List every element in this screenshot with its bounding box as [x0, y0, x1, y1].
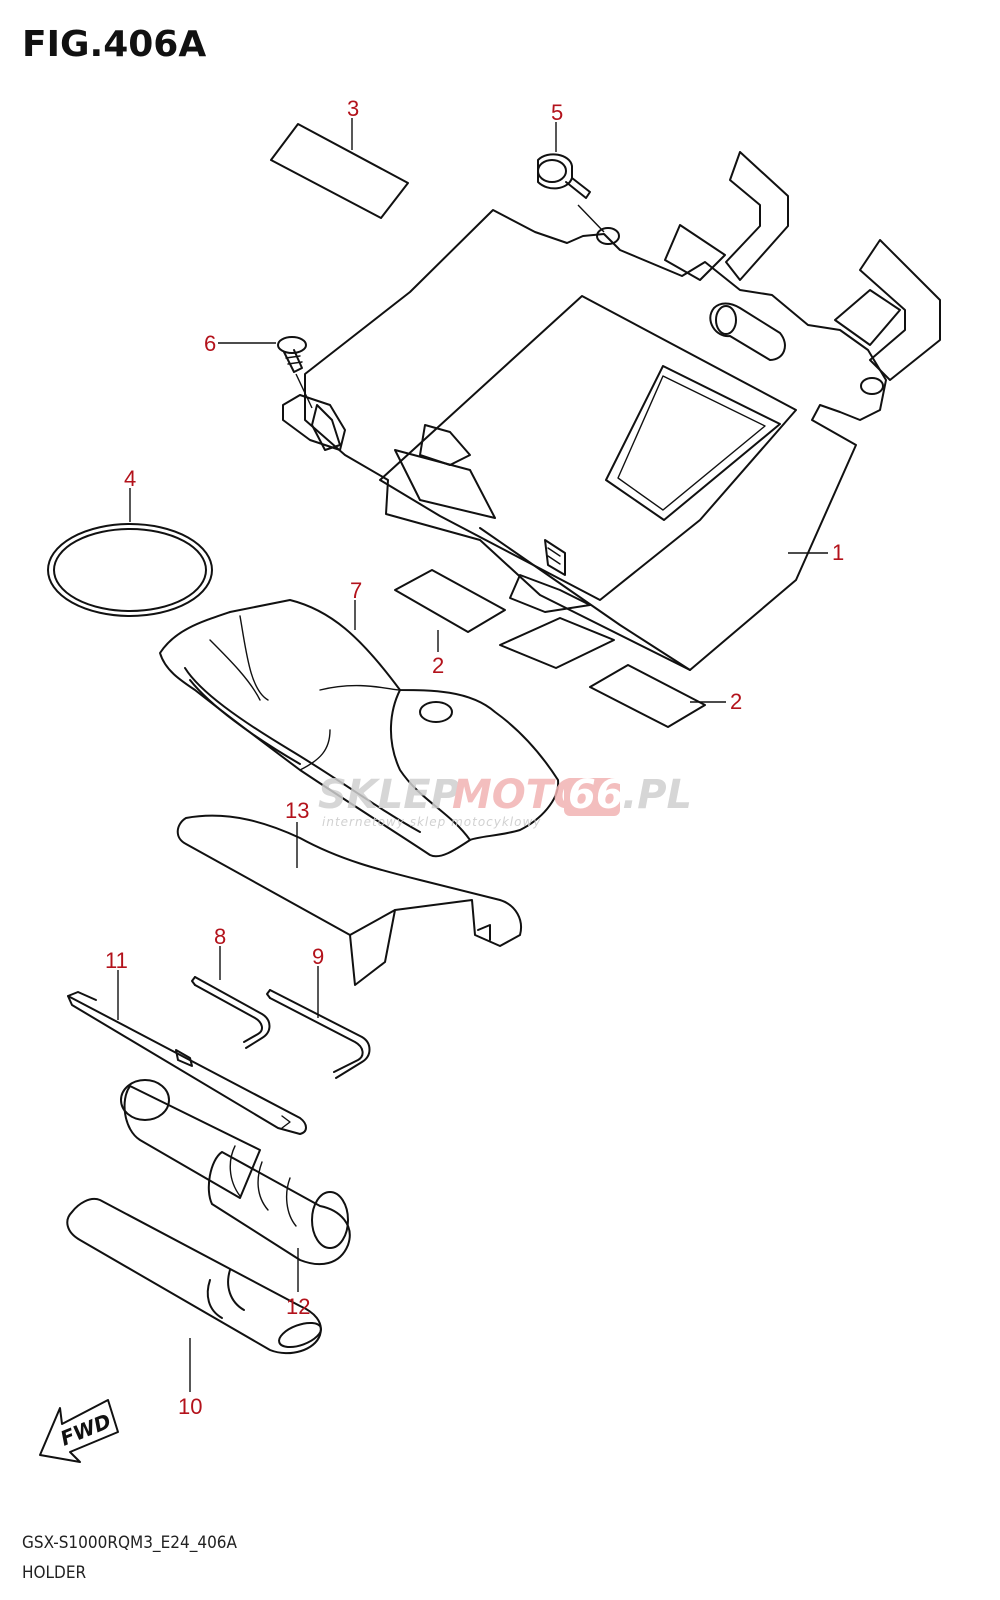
part-7-tool-bag	[159, 599, 560, 858]
callout-10: 10	[178, 1394, 202, 1419]
callout-13: 13	[285, 798, 309, 823]
part-9-hex-key	[266, 989, 371, 1079]
callout-1: 1	[832, 540, 844, 565]
callout-7: 7	[350, 578, 362, 603]
watermark: SKLEP MOTO 66 .PL internetowy sklep moto…	[318, 772, 692, 829]
watermark-box	[564, 778, 620, 816]
callout-6: 6	[204, 331, 216, 356]
callout-5: 5	[551, 100, 563, 125]
part-10-pouch	[66, 1198, 322, 1355]
callout-8: 8	[214, 924, 226, 949]
part-4-band	[47, 523, 213, 617]
watermark-brand-left: SKLEP	[318, 772, 460, 818]
model-code: GSX-S1000RQM3_E24_406A	[22, 1533, 238, 1553]
watermark-brand-right: .PL	[622, 772, 692, 818]
part-12-handle	[120, 1079, 351, 1266]
part-11-screwdriver	[67, 991, 307, 1135]
part-2-pad-c	[589, 664, 706, 728]
watermark-brand-box: 66	[568, 772, 624, 818]
leader-lines	[117, 118, 828, 1392]
callout-3: 3	[347, 96, 359, 121]
part-2-pad-b	[499, 617, 615, 669]
callout-2-a: 2	[432, 653, 444, 678]
group-name: HOLDER	[22, 1563, 86, 1583]
callout-4: 4	[124, 466, 136, 491]
part-6-screw	[277, 336, 307, 373]
watermark-tagline: internetowy sklep motocyklowy	[322, 815, 541, 829]
callout-11: 11	[105, 948, 128, 973]
callout-9: 9	[312, 944, 324, 969]
arrow-fwd-icon: FWD	[39, 1399, 119, 1463]
part-1-holder	[282, 151, 941, 671]
part-5-bolt	[537, 153, 591, 199]
callout-2-b: 2	[730, 689, 742, 714]
part-2-pad-a	[394, 569, 506, 633]
part-3-label	[270, 123, 409, 219]
part-8-hex-key	[191, 976, 271, 1049]
callout-12: 12	[286, 1294, 310, 1319]
figure-title: FIG.406A	[22, 24, 206, 65]
part-13-spanner	[176, 814, 522, 986]
